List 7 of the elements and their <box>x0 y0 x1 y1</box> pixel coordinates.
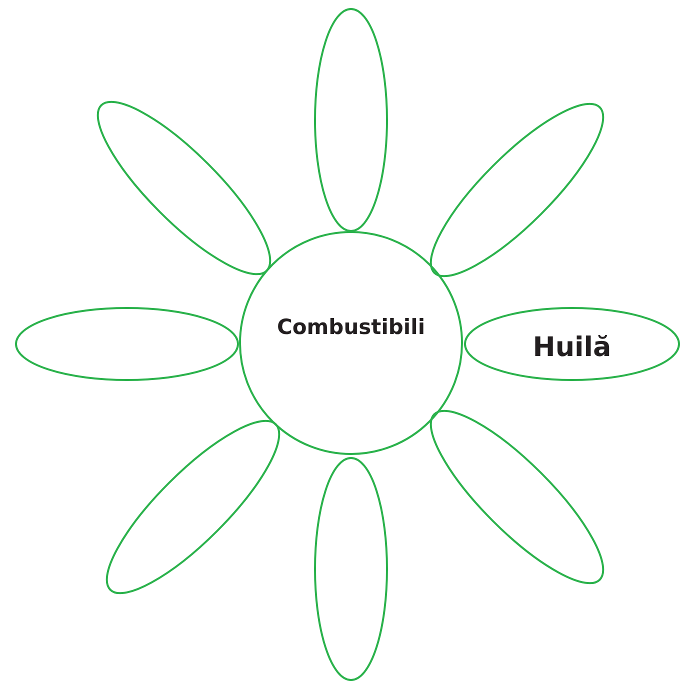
node-label: Huilă <box>532 332 612 362</box>
petal-ellipse <box>314 457 388 681</box>
petal-ellipse <box>464 307 680 381</box>
center-circle <box>239 231 463 455</box>
petal-ellipse <box>15 307 239 381</box>
node-label: Combustibili <box>276 315 426 339</box>
petal-ellipse <box>314 8 388 232</box>
